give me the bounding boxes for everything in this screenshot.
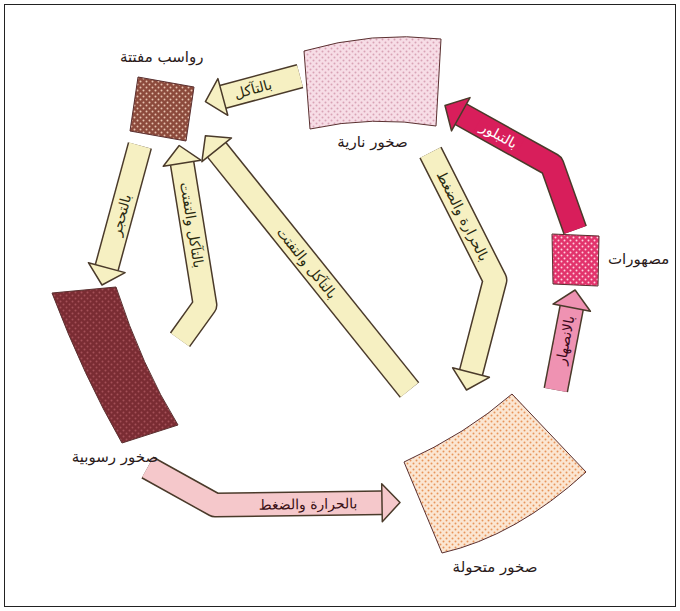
rock-outline xyxy=(130,77,194,141)
rock-node: صخور متحولة xyxy=(400,390,590,578)
rock-name: صخور رسوبية xyxy=(70,448,160,468)
arrow-band-edge xyxy=(431,153,496,373)
arrow-label: بالحرارة والضغط xyxy=(430,164,496,268)
rock-node: رواسب مفتتة xyxy=(118,48,205,146)
arrow-head xyxy=(382,484,400,522)
arrow-label: بالتآكل والتفتت xyxy=(270,220,345,306)
process-arrow xyxy=(431,153,496,391)
rock-texture xyxy=(124,71,199,146)
arrow-label: بالتآكل xyxy=(228,73,278,104)
arrow-band-edge xyxy=(217,150,410,390)
rock-shape xyxy=(548,230,603,290)
rock-shape xyxy=(300,35,445,130)
rock-name: رواسب مفتتة xyxy=(118,48,205,68)
rock-name: صخور نارية xyxy=(335,133,409,153)
arrow-head xyxy=(202,136,232,162)
rock-texture xyxy=(548,230,603,290)
arrow-label: بالتبلور xyxy=(473,115,524,156)
rock-node: مصهورات xyxy=(548,230,671,290)
rock-node: صخور رسوبية xyxy=(50,285,180,468)
arrow-head xyxy=(445,98,470,131)
arrow-band xyxy=(431,153,496,373)
process-arrow xyxy=(148,468,401,522)
rock-shape xyxy=(400,390,590,555)
rock-texture xyxy=(300,35,445,130)
rock-shape xyxy=(50,285,180,445)
arrow-head xyxy=(453,368,490,390)
rock-name: صخور متحولة xyxy=(451,558,540,578)
arrow-head xyxy=(553,290,590,311)
arrow-label: بالتحجر xyxy=(105,188,138,242)
rock-outline xyxy=(552,234,599,286)
arrow-band-edge xyxy=(461,114,575,230)
arrow-label: بالتآكل والتفتت xyxy=(175,177,210,274)
process-arrow xyxy=(88,146,139,286)
arrow-band xyxy=(461,114,575,230)
rock-name: مصهورات xyxy=(606,250,671,270)
process-arrow xyxy=(202,136,410,390)
arrow-label: بالحرارة والضغط xyxy=(254,493,361,514)
arrow-head xyxy=(163,146,201,167)
arrow-head xyxy=(205,79,227,116)
rock-texture xyxy=(50,285,180,445)
rock-outline xyxy=(404,394,586,553)
arrow-band xyxy=(217,150,410,390)
rock-outline xyxy=(52,287,178,443)
arrow-label: بالانصهار xyxy=(550,310,581,370)
rock-shape xyxy=(124,71,199,146)
rock-outline xyxy=(304,37,441,129)
arrow-head xyxy=(88,263,125,285)
frame-border xyxy=(5,5,676,607)
rock-node: صخور نارية xyxy=(300,35,445,153)
rock-texture xyxy=(400,390,590,555)
